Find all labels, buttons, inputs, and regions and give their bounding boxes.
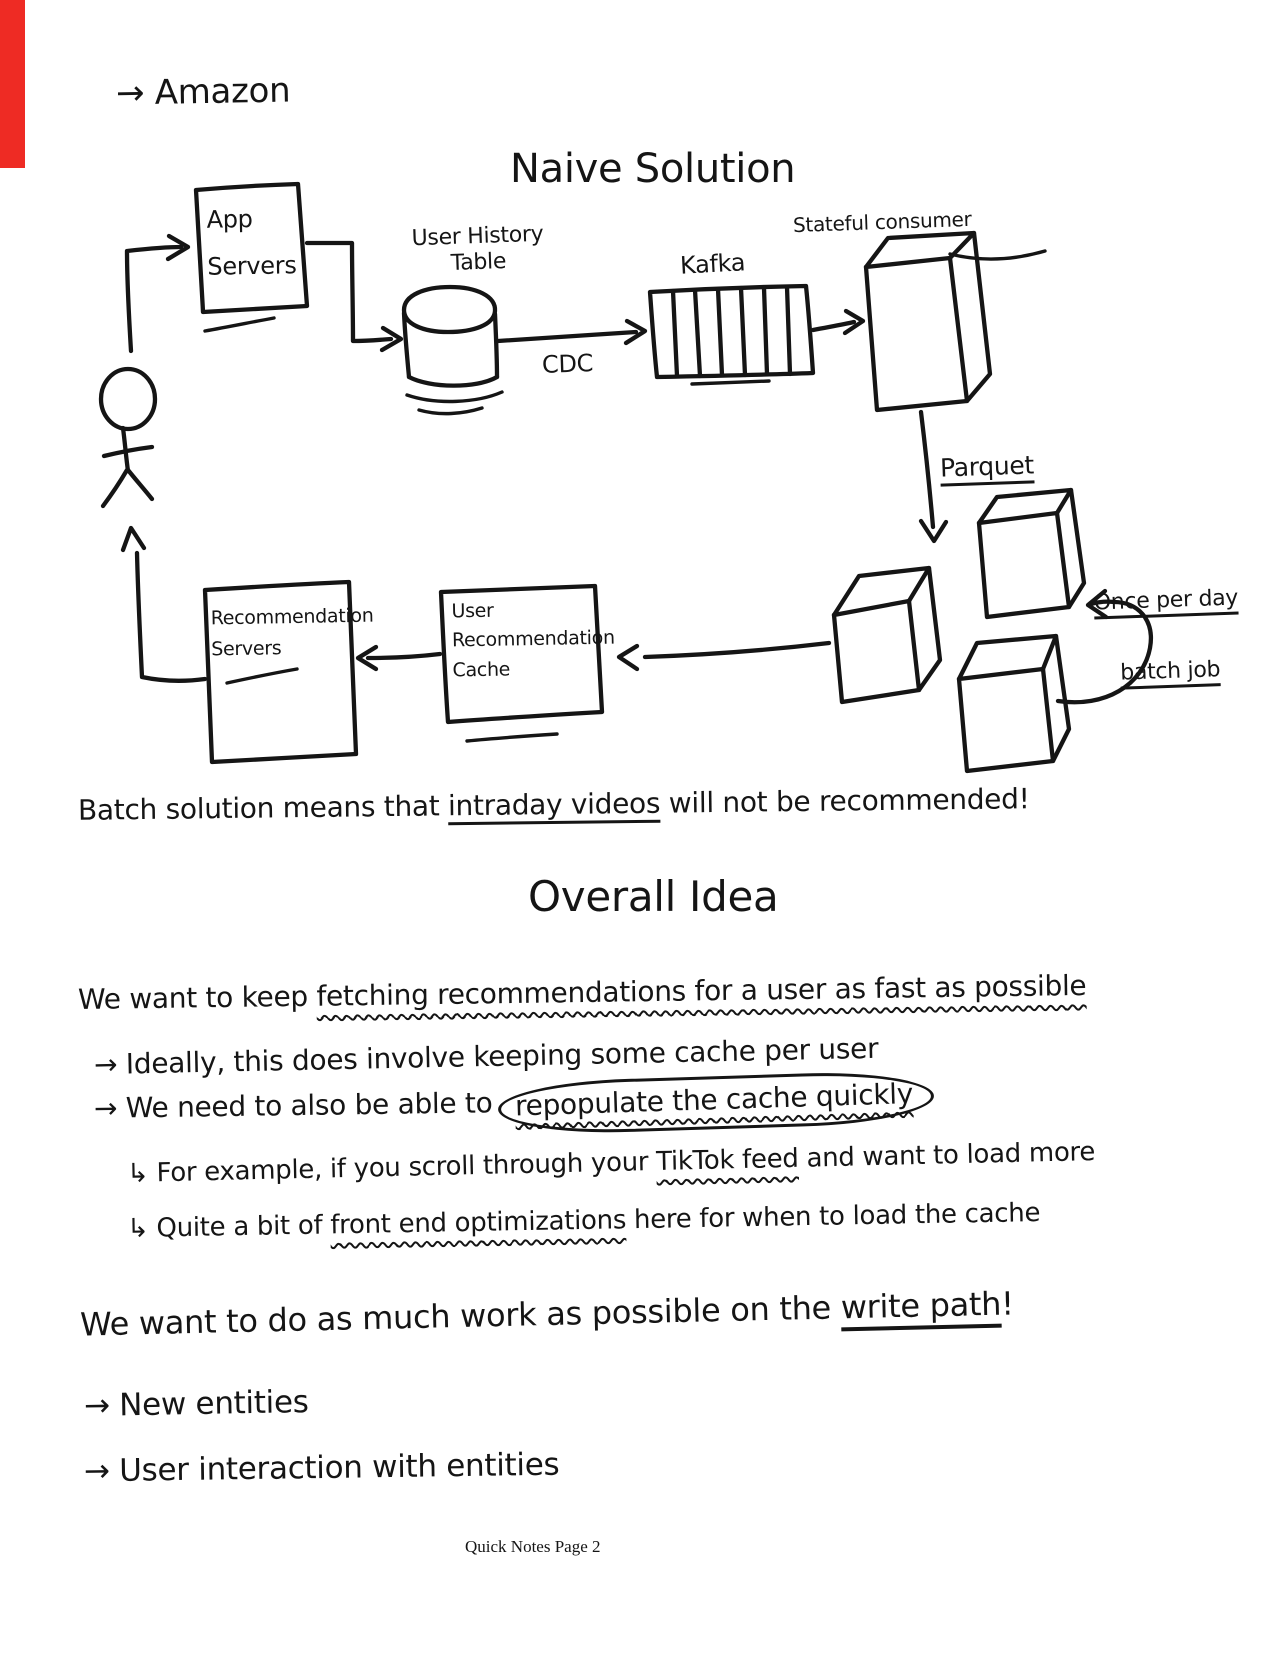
user-recommendation-cache-box	[438, 583, 605, 743]
recommendation-servers-label: Recommendation Servers	[210, 604, 374, 661]
parquet-label: Parquet	[939, 450, 1035, 483]
batch-job-curved-arrow	[1055, 588, 1154, 705]
page-footer: Quick Notes Page 2	[465, 1537, 601, 1556]
batch-job-text: batch job	[1119, 656, 1221, 686]
arrow-servers-to-user	[120, 525, 208, 683]
connector-parquet-to-cache	[616, 640, 832, 672]
diagram-title: Naive Solution	[510, 146, 796, 192]
note-line-new-entities: → New entities	[83, 1384, 309, 1424]
line6-post: !	[1000, 1284, 1015, 1323]
line4-underlined: TikTok feed	[655, 1143, 799, 1177]
caption-text-underlined: intraday videos	[447, 786, 661, 823]
line5-pre: ↳ Quite a bit of	[126, 1210, 331, 1244]
line6-underlined: write path	[840, 1284, 1002, 1327]
arrow-cdc-to-kafka	[495, 318, 648, 346]
overall-idea-title: Overall Idea	[528, 872, 779, 921]
arrow-user-to-app-servers	[124, 233, 191, 354]
recommendation-servers-box	[202, 579, 359, 765]
amazon-note: → Amazon	[115, 70, 291, 114]
app-servers-box	[193, 181, 310, 333]
stateful-consumer-cube	[863, 230, 1047, 413]
kafka-label: Kafka	[679, 248, 746, 280]
arrow-consumer-to-parquet	[918, 409, 949, 544]
arrow-kafka-to-consumer	[810, 308, 866, 336]
line5-underlined: front end optimizations	[330, 1205, 627, 1241]
user-recommendation-cache-label: User Recommendation Cache	[451, 599, 615, 682]
note-line-user-interaction: → User interaction with entities	[83, 1446, 560, 1490]
red-margin-marker	[0, 0, 25, 168]
arrow-cache-to-servers	[355, 644, 443, 672]
caption-text-pre: Batch solution means that	[77, 789, 449, 827]
app-servers-label: App Servers	[206, 204, 297, 281]
line1-pre: We want to keep	[77, 979, 317, 1017]
line3-pre: → We need to also be able to	[93, 1086, 493, 1125]
user-history-table-label: User History Table	[411, 221, 544, 277]
parquet-file-cubes	[831, 487, 1087, 774]
kafka-queue-box	[647, 283, 816, 386]
once-per-day-text: Once per day	[1093, 585, 1239, 616]
batch-job-note: Once per day batch job	[1092, 546, 1242, 727]
connector-app-servers-to-user-history	[304, 240, 404, 353]
user-history-db-cylinder	[401, 284, 504, 416]
stick-figure-user	[98, 366, 158, 509]
caption-text-post: will not be recommended!	[659, 782, 1030, 820]
cdc-label: CDC	[541, 349, 594, 379]
